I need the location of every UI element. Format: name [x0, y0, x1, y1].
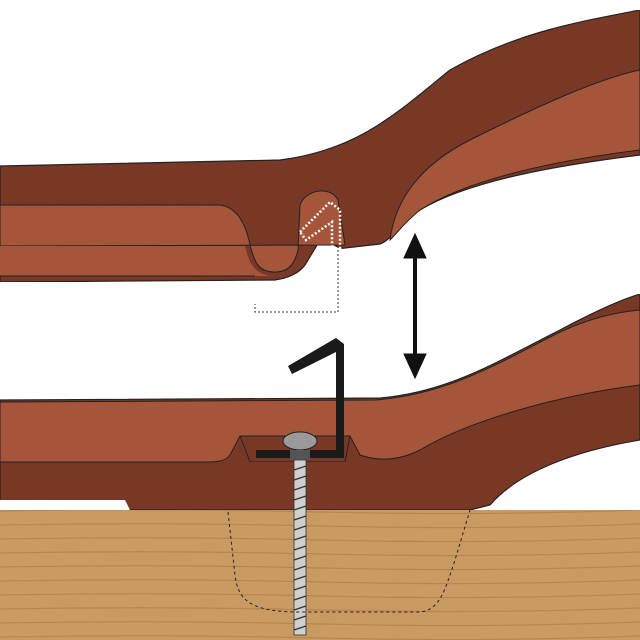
upper-roof-tile	[0, 9, 640, 283]
lower-tile-face	[0, 309, 640, 463]
lower-roof-tile	[0, 293, 640, 511]
wood-batten	[0, 510, 640, 640]
double-arrow-icon	[403, 232, 427, 380]
clip-ghost-position	[253, 200, 342, 314]
screw-icon	[282, 431, 318, 636]
upper-tile-face	[0, 190, 346, 273]
clip-icon	[256, 338, 344, 458]
hidden-tile-outline	[227, 509, 471, 613]
